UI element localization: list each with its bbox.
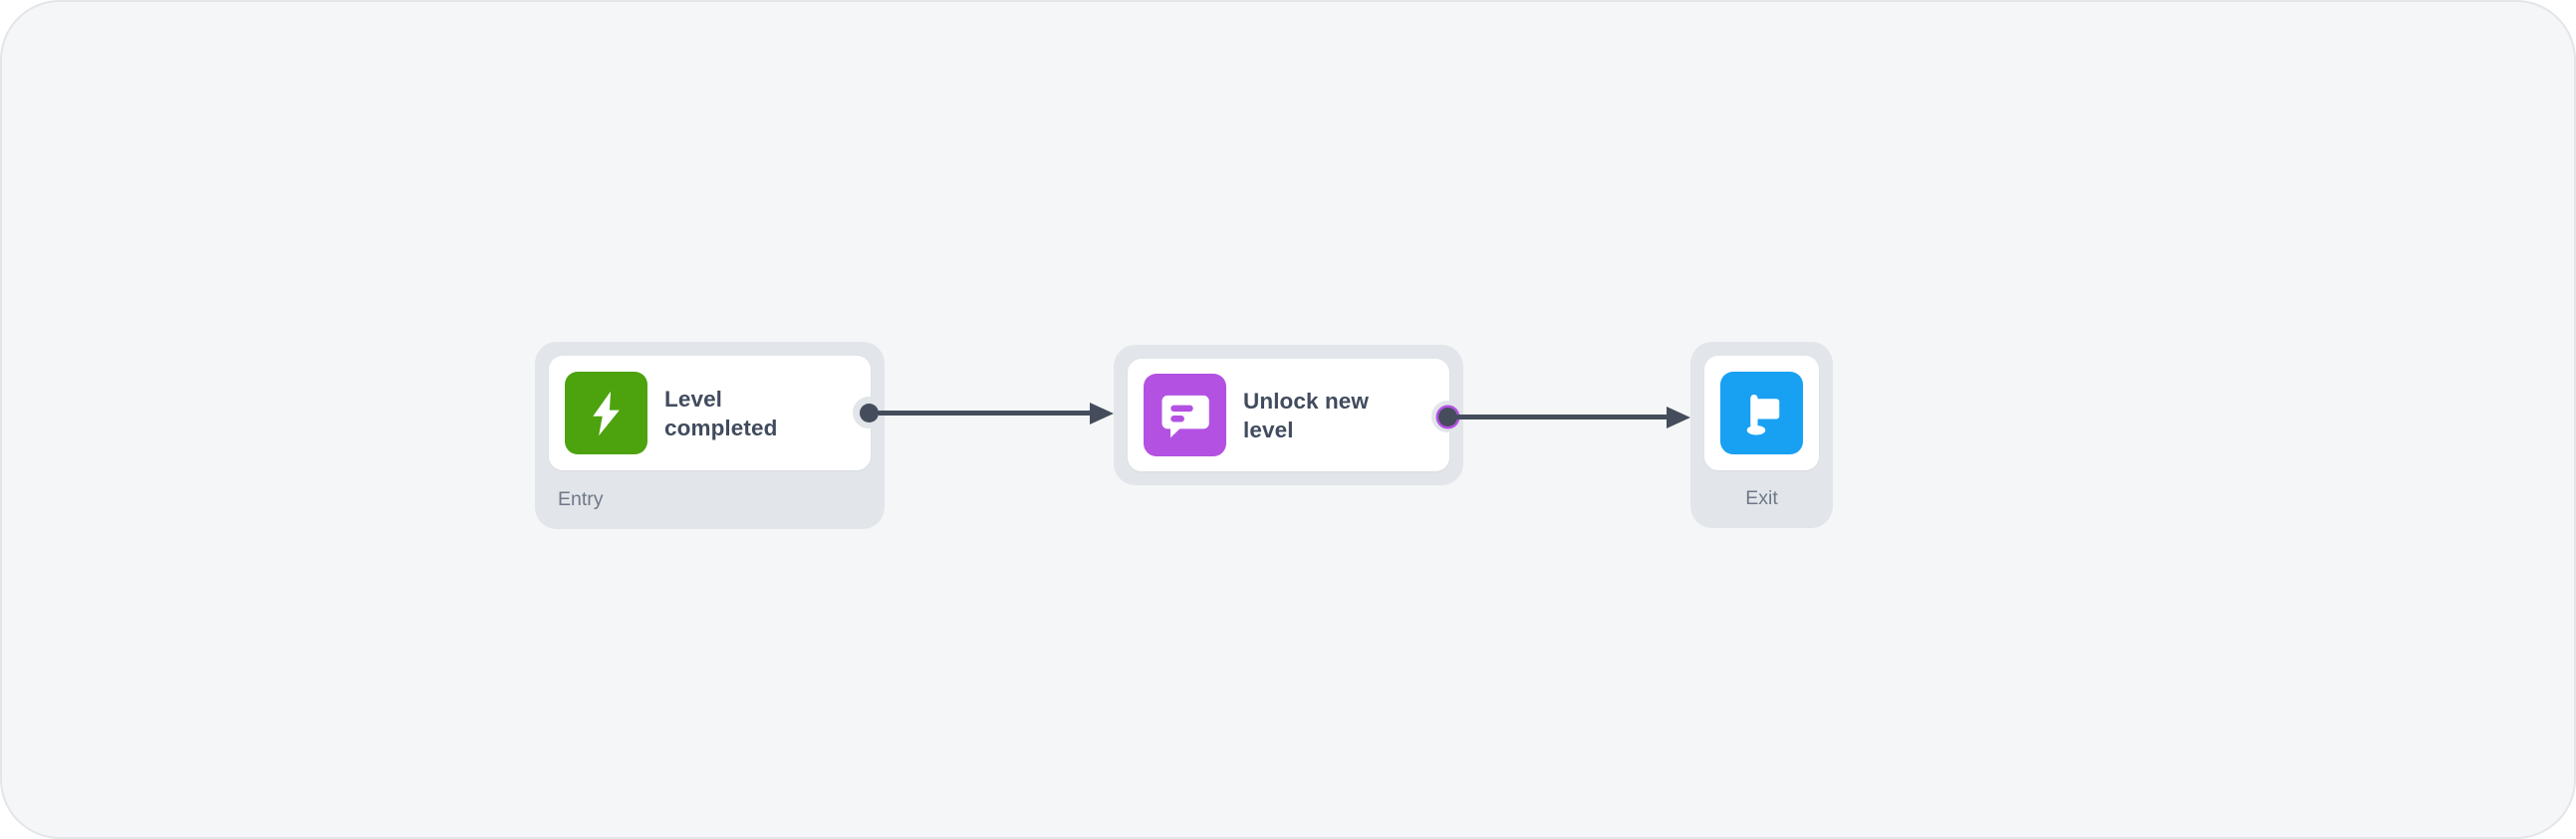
node-title: Unlock new level <box>1243 388 1370 442</box>
exit-badge-label: Exit <box>1745 487 1778 510</box>
node-action-message[interactable]: Unlock new level <box>1114 345 1463 485</box>
entry-badge: Entry <box>535 471 885 529</box>
connector-arrowhead-icon <box>1667 407 1690 428</box>
node-title: Level completed <box>664 386 778 440</box>
connector-line <box>1456 415 1668 420</box>
flag-icon <box>1720 372 1803 454</box>
connector-output-port[interactable] <box>860 404 879 422</box>
entry-badge-label: Entry <box>558 488 604 511</box>
connector-line <box>878 411 1092 416</box>
connector-arrowhead-icon <box>1090 403 1114 424</box>
lightning-bolt-icon <box>565 372 647 454</box>
node-exit-card[interactable] <box>1704 356 1819 470</box>
exit-badge: Exit <box>1690 470 1833 528</box>
node-entry[interactable]: Level completed Entry <box>535 342 885 529</box>
connector-output-port[interactable] <box>1438 408 1457 426</box>
node-exit[interactable]: Exit <box>1690 342 1833 528</box>
node-action-card[interactable]: Unlock new level <box>1128 359 1449 471</box>
chat-message-icon <box>1144 374 1226 456</box>
node-entry-card[interactable]: Level completed <box>549 356 871 470</box>
